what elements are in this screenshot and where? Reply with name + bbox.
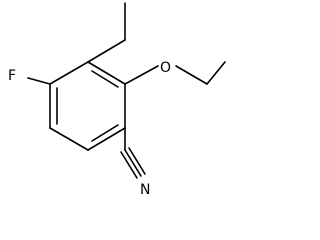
ring-bond-c1-c2 (87, 61, 126, 85)
nitrile-group: N (120, 127, 150, 198)
nitrile-triple-bond-3 (120, 151, 138, 179)
ethoxy-group: O (124, 60, 226, 85)
ethoxy-bond-ch2-ch3 (206, 61, 226, 85)
oxygen-label: O (160, 60, 171, 76)
nitrile-triple-bond-1 (124, 149, 142, 177)
benzene-ring (49, 61, 126, 151)
ethyl-bond-1 (87, 39, 126, 63)
ethyl-group (87, 2, 126, 63)
ethoxy-bond-o-ch2 (175, 65, 208, 85)
molecule-diagram: O F N (8, 2, 226, 198)
ring-double-bond-2 (91, 124, 119, 142)
nitrile-triple-bond-2 (128, 147, 146, 175)
ring-bond-c3-c4 (87, 127, 126, 151)
ethoxy-bond-ring-o (124, 65, 159, 85)
structure-canvas: O F N (8, 2, 226, 198)
fluoro-bond (27, 77, 51, 85)
fluoro-group: F (8, 68, 51, 85)
ring-bond-c4-c5 (49, 127, 89, 151)
fluorine-label: F (8, 68, 16, 84)
nitrogen-label: N (140, 182, 150, 198)
ring-double-bond-1 (91, 70, 119, 88)
ring-bond-c6-c1 (49, 61, 89, 85)
